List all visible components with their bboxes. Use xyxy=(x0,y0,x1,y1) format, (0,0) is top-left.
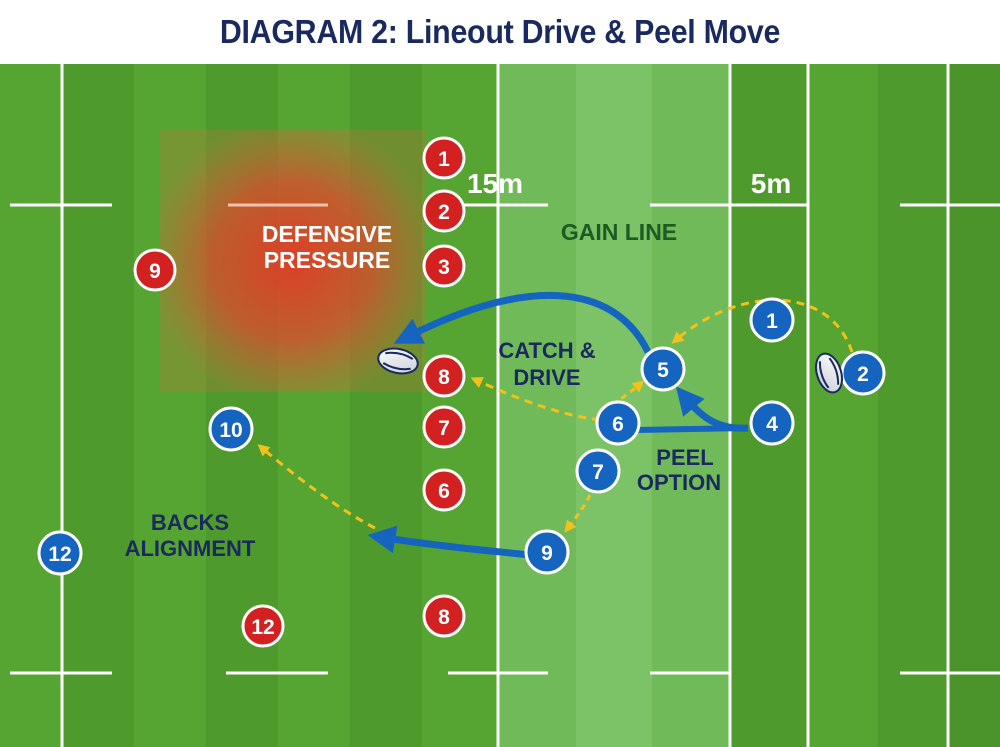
label-backs: BACKS xyxy=(151,510,229,535)
attack-player: 10 xyxy=(208,406,254,452)
defensive-pressure-zone xyxy=(160,130,425,392)
pitch: 15m 5m GAIN LINE DEFENSIVE PRESSURE CATC… xyxy=(0,64,1000,747)
defence-player: 6 xyxy=(422,468,466,512)
defence-player: 8 xyxy=(422,594,466,638)
drive-arrow xyxy=(393,291,652,354)
support-pass-arrow xyxy=(470,377,601,422)
attack-player: 7 xyxy=(575,448,621,494)
attack-player-number: 7 xyxy=(592,461,604,484)
label-15m: 15m xyxy=(467,168,523,199)
rugby-ball-icon xyxy=(815,352,843,394)
label-5m: 5m xyxy=(751,168,791,199)
label-gain-line: GAIN LINE xyxy=(561,219,677,245)
attack-player-number: 2 xyxy=(857,363,869,386)
defence-player-number: 9 xyxy=(149,260,161,283)
pitch-lines xyxy=(10,64,1000,747)
movement-arrows xyxy=(257,291,854,559)
defence-player-number: 6 xyxy=(438,480,450,503)
attack-player: 5 xyxy=(640,346,686,392)
defence-player: 9 xyxy=(133,248,177,292)
defence-player-number: 3 xyxy=(438,256,450,279)
defence-player-number: 8 xyxy=(438,606,450,629)
rugby-ball-icon xyxy=(377,347,419,375)
peel-line xyxy=(635,425,749,433)
scrumhalf-pass-arrow xyxy=(564,494,592,533)
label-catch: CATCH & xyxy=(498,338,595,363)
label-drive: DRIVE xyxy=(513,365,580,390)
defence-player-number: 1 xyxy=(438,148,450,171)
defence-player-number: 12 xyxy=(251,616,274,639)
defence-player-number: 8 xyxy=(438,366,450,389)
defence-players: 1 2 3 9 8 7 6 12 8 xyxy=(133,136,466,648)
defence-player: 12 xyxy=(241,604,285,648)
attack-player-number: 12 xyxy=(48,543,71,566)
field-labels: 15m 5m GAIN LINE DEFENSIVE PRESSURE CATC… xyxy=(125,168,792,561)
label-alignment: ALIGNMENT xyxy=(125,536,256,561)
label-pressure: PRESSURE xyxy=(264,247,391,273)
attack-player-number: 10 xyxy=(219,419,242,442)
defence-player: 3 xyxy=(422,244,466,288)
attack-player: 1 xyxy=(749,297,795,343)
attack-players: 1 2 5 4 6 7 9 10 12 xyxy=(37,297,886,576)
defence-player: 1 xyxy=(422,136,466,180)
backs-arrow xyxy=(367,525,531,559)
attack-player: 9 xyxy=(524,529,570,575)
label-defensive: DEFENSIVE xyxy=(262,221,392,247)
attack-player: 12 xyxy=(37,530,83,576)
defence-player: 8 xyxy=(422,354,466,398)
attack-player-number: 6 xyxy=(612,413,624,436)
attack-player-number: 5 xyxy=(657,359,669,382)
attack-player: 2 xyxy=(840,350,886,396)
defence-player-number: 7 xyxy=(438,417,450,440)
diagram-title: DIAGRAM 2: Lineout Drive & Peel Move xyxy=(40,0,960,64)
attack-player-number: 9 xyxy=(541,542,553,565)
defence-player: 7 xyxy=(422,405,466,449)
label-peel: PEEL xyxy=(656,445,713,470)
attack-player: 6 xyxy=(595,400,641,446)
defence-player-number: 2 xyxy=(438,201,450,224)
attack-player-number: 1 xyxy=(766,310,778,333)
defence-player: 2 xyxy=(422,189,466,233)
attack-player-number: 4 xyxy=(766,413,778,436)
attack-player: 4 xyxy=(749,400,795,446)
label-option: OPTION xyxy=(637,470,721,495)
